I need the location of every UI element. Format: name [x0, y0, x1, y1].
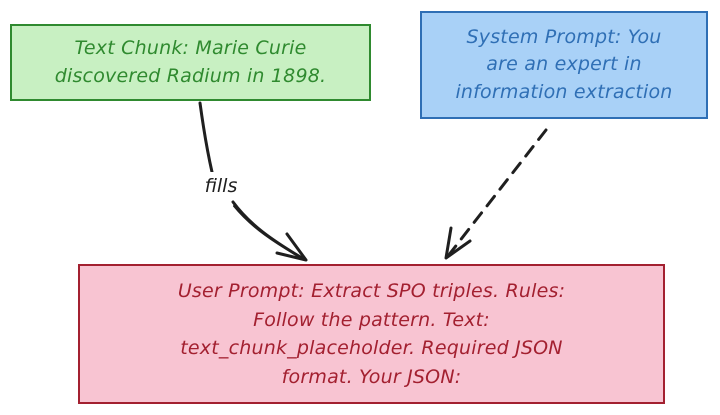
text-chunk-label: Text Chunk: Marie Curie discovered Radiu… — [54, 36, 327, 87]
fills-edge-label: fills — [196, 172, 246, 200]
user-prompt-node: User Prompt: Extract SPO triples. Rules:… — [78, 264, 665, 404]
text-chunk-node: Text Chunk: Marie Curie discovered Radiu… — [10, 24, 371, 101]
edge-fills-arrowhead — [275, 232, 308, 262]
edge-system-to-user-arrowhead — [444, 226, 472, 260]
edge-system-to-user — [446, 128, 548, 258]
system-prompt-node: System Prompt: You are an expert in info… — [420, 11, 708, 119]
user-prompt-label: User Prompt: Extract SPO triples. Rules:… — [177, 280, 566, 388]
edge-fills-shadow — [233, 205, 306, 261]
system-prompt-label: System Prompt: You are an expert in info… — [455, 25, 673, 103]
